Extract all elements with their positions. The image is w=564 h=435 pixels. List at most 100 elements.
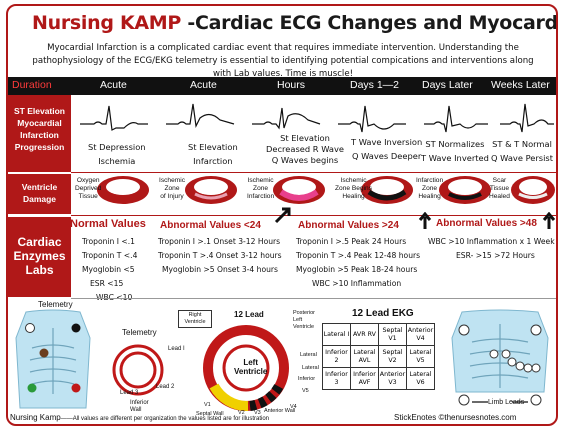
electrode-red [71, 383, 81, 393]
infographic-frame: Nursing KAMP -Cardiac ECG Changes and My… [6, 4, 558, 426]
ventricle-damage-graphics [97, 176, 555, 204]
damage-label-line: Oxygen [76, 177, 100, 184]
table-cell: Anterior V3 [378, 367, 407, 390]
st-label-line: St Elevation [188, 142, 238, 152]
duration-col-6: Weeks Later [491, 79, 550, 91]
damage-label-line: Healed [489, 193, 510, 200]
septal-segment [209, 383, 249, 412]
lead-label: V5 [302, 388, 309, 394]
ventricle-2 [185, 176, 237, 204]
st-label-line: Infarction [193, 156, 233, 166]
duration-col-2: Acute [190, 79, 217, 91]
table-cell: Anterior V4 [406, 323, 435, 346]
lab-value: Troponin T >.4 Onset 3-12 hours [158, 251, 282, 260]
electrode-black [71, 323, 81, 333]
side-label-enzymes: Cardiac Enzymes Labs [8, 217, 71, 297]
telemetry-title: Telemetry [38, 300, 73, 309]
st-label-line: Q Wave Persist [491, 153, 554, 163]
wall-label: Lateral [302, 365, 319, 371]
side-progression-line: ST Elevation [13, 106, 65, 116]
labs-abn24-header: Abnormal Values <24 [160, 220, 261, 231]
limb-leads-torso-illustration [451, 309, 549, 406]
wall-label: Inferior [298, 376, 316, 382]
lab-value: Troponin I >.1 Onset 3-12 Hours [158, 237, 281, 246]
ventricle-5 [439, 176, 491, 204]
ecg-wave-t-inversion [338, 105, 406, 133]
table-row: Inferior 3 Inferior AVF Anterior V3 Late… [322, 367, 435, 390]
lab-value: Myoglobin <5 [82, 265, 135, 274]
ecg-wave-st-elevation [166, 103, 235, 129]
st-label-line: St Depression [88, 142, 146, 152]
footer-note: All values are different per organizatio… [72, 416, 270, 422]
side-enzymes-line: Labs [25, 263, 54, 277]
table-cell: Septal V2 [378, 345, 407, 368]
ventricle-3 [273, 176, 325, 204]
footer-right: StickEnotes ©thenursesnotes.com [394, 413, 517, 422]
ecg-waveforms [80, 103, 554, 133]
left-ventricle-line: Ventricle [234, 367, 268, 376]
lab-value: WBC >10 Inflammation [312, 279, 402, 288]
table-cell: Lateral V5 [406, 345, 435, 368]
duration-bar: Duration Acute Acute Hours Days 1—2 Days… [8, 77, 556, 95]
electrode-green [27, 383, 37, 393]
title-rest: -Cardiac ECG Changes and Myocardial Infa… [187, 12, 558, 34]
side-damage-line: Ventricle [21, 182, 58, 192]
duration-col-4: Days 1—2 [350, 79, 400, 91]
lead12-title: 12 Lead [234, 310, 264, 319]
lab-value: Myoglobin >5 Peak 18-24 hours [296, 265, 418, 274]
damage-label-line: Ischemic [340, 177, 367, 184]
table-cell: Inferior AVF [350, 367, 379, 390]
intro-text: Myocardial Infarction is a complicated c… [32, 43, 534, 79]
table-row: Lateral I AVR RV Septal V1 Anterior V4 [322, 323, 435, 346]
lab-value: Troponin T >.4 Peak 12-48 hours [296, 251, 421, 260]
table-cell: Inferior 2 [322, 345, 351, 368]
page-title: Nursing KAMP -Cardiac ECG Changes and My… [32, 12, 558, 34]
ecg-wave-t-inverted [424, 105, 488, 133]
table-row: Inferior 2 Lateral AVL Septal V2 Lateral… [322, 345, 435, 368]
ventricle-damage-strip: Oxygen Deprived Tissue Ischemic Zone of … [71, 174, 556, 214]
side-enzymes-line: Enzymes [13, 249, 66, 263]
left-ventricle-label: Left Ventricle [234, 358, 267, 376]
labs-abn48-header: Abnormal Values >48 [436, 218, 537, 229]
heart-wall-diagram [203, 325, 289, 412]
side-progression-line: Infarction [20, 130, 59, 140]
st-label-2: St Elevation Infarction [188, 142, 238, 167]
lab-value: Troponin I >.5 Peak 24 Hours [296, 237, 407, 246]
damage-label-6: Scar Tissue Healed [489, 177, 510, 201]
side-label-damage: Ventricle Damage [8, 174, 71, 214]
duration-col-3: Hours [277, 79, 306, 91]
table-cell: Lateral V6 [406, 367, 435, 390]
damage-label-line: Tissue [489, 185, 510, 192]
st-label-line: ST Normalizes [425, 139, 485, 149]
telemetry-rings [112, 344, 164, 396]
damage-label-line: Zone [253, 185, 269, 192]
lab-value: ESR- >15 >72 Hours [456, 251, 535, 260]
st-label-line: Q Waves Deeper [351, 151, 422, 161]
damage-label-2: Ischemic Zone of Injury [159, 177, 185, 201]
side-enzymes-line: Cardiac [17, 235, 62, 249]
damage-label-line: Ischemic [159, 177, 186, 184]
inferior-segment [249, 381, 285, 411]
title-brand: Nursing KAMP [32, 12, 182, 34]
st-label-4: T Wave Inversion Q Waves Deeper [351, 137, 422, 162]
damage-label-4: Ischemic Zone Begins Healing [335, 177, 372, 201]
wall-label: Septal Wall [196, 411, 224, 417]
lab-value: WBC >10 Inflammation x 1 Week [428, 237, 555, 246]
divider [71, 215, 556, 216]
lower-section: Telemetry Telemetry Lead I Lead 2 Lead 3… [8, 298, 556, 418]
ecg-wave-normal-q [500, 103, 554, 133]
lead-label: V3 [254, 410, 261, 416]
damage-label-line: Zone Begins [335, 185, 373, 192]
damage-label-line: Healing [418, 193, 441, 200]
damage-label-line: Infarction [247, 193, 275, 200]
ventricle-4 [361, 176, 413, 204]
ecg-wave-st-depression [80, 105, 148, 131]
table-cell: AVR RV [350, 323, 379, 346]
lead-label: Lead 3 [120, 390, 139, 396]
damage-label-line: Deprived [75, 185, 102, 192]
lead-label: V4 [290, 404, 297, 410]
side-progression-line: Progression [14, 142, 65, 152]
side-label-progression: ST Elevation Myocardial Infarction Progr… [8, 95, 71, 172]
st-label-6: ST & T Normal Q Wave Persist [491, 139, 553, 164]
damage-label-line: Ischemic [247, 177, 274, 184]
